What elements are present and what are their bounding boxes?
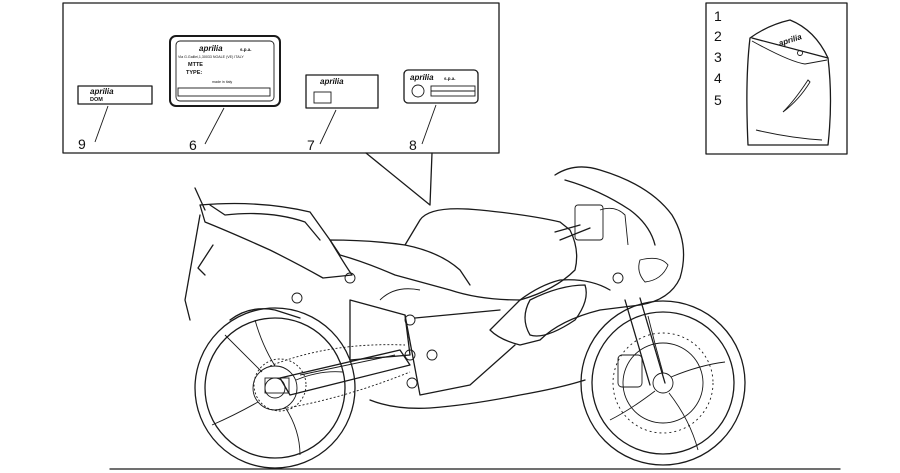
- callout-7: 7: [307, 137, 315, 153]
- label-6-address: Via G.Galilei,1,30033 NOALE (VE) ITALY: [178, 55, 244, 59]
- callout-1: 1: [714, 8, 722, 24]
- label-7-brand: aprilia: [320, 77, 344, 86]
- labels-panel: [62, 2, 500, 206]
- label-8: aprilia s.p.a. 8: [403, 69, 479, 153]
- label-6-mtte: MTTE: [188, 62, 203, 68]
- callout-6: 6: [189, 137, 197, 153]
- label-9-dom: aprilia DOM 9: [77, 85, 153, 152]
- motorcycle-outline: [109, 166, 841, 470]
- callout-9: 9: [78, 136, 86, 152]
- callout-3: 3: [714, 49, 722, 65]
- label-6-id-plate: aprilia s.p.a. Via G.Galilei,1,30033 NOA…: [169, 35, 281, 153]
- label-6-type: TYPE:: [186, 70, 202, 76]
- kit-bag-brand: aprilia: [778, 32, 804, 48]
- callout-4: 4: [714, 70, 722, 86]
- front-wheel: [580, 300, 746, 466]
- label-9-brand: aprilia: [90, 87, 114, 96]
- callout-5: 5: [714, 92, 722, 108]
- label-6-spa: s.p.a.: [240, 47, 252, 52]
- label-8-spa: s.p.a.: [444, 76, 456, 81]
- kit-panel: 1 2 3 4 5: [705, 2, 848, 155]
- label-6-made-in: made in italy: [212, 80, 232, 84]
- label-9-dom-text: DOM: [90, 97, 103, 103]
- label-7: aprilia 7: [305, 74, 379, 153]
- rear-wheel: [194, 307, 356, 469]
- callout-8: 8: [409, 137, 417, 153]
- label-6-brand: aprilia: [199, 44, 223, 53]
- label-8-brand: aprilia: [410, 73, 434, 82]
- kit-bag-icon: aprilia: [746, 19, 832, 146]
- callout-2: 2: [714, 28, 722, 44]
